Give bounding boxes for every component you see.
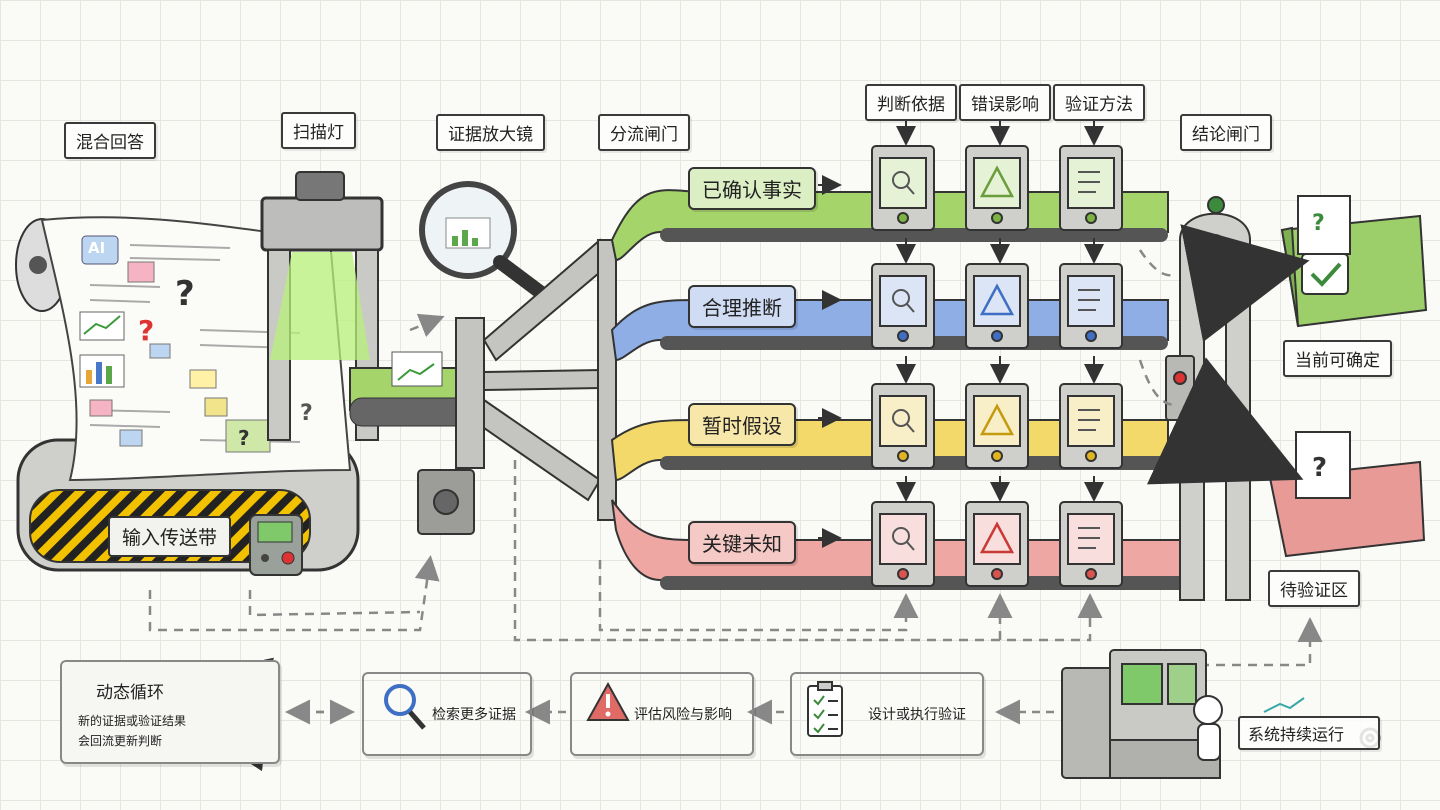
input-belt (349, 351, 491, 427)
svg-text:?: ? (138, 314, 154, 347)
input-belt-label: 输入传送带 (108, 516, 232, 557)
confirmed-label: 当前可确定 (1283, 340, 1392, 377)
mixed-answer-label: 混合回答 (64, 122, 156, 159)
verify-step-label: 设计或执行验证 (868, 707, 966, 723)
verify-step-panel: 设计或执行验证 (790, 672, 984, 756)
diverter-label: 分流闸门 (598, 114, 690, 151)
category-key-unknown: 关键未知 (688, 521, 796, 564)
criteria-header-impact: 错误影响 (959, 84, 1051, 121)
svg-text:?: ? (175, 274, 195, 314)
trend-line (1263, 697, 1305, 713)
criteria-header-method: 验证方法 (1053, 84, 1145, 121)
risk-step-label: 评估风险与影响 (634, 707, 732, 723)
loop-title: 动态循环 (96, 683, 164, 703)
diverter-mechanism (417, 238, 617, 535)
loop-desc-line1: 新的证据或验证结果 (78, 714, 187, 728)
criteria-header-basis: 判断依据 (865, 84, 957, 121)
svg-text:?: ? (1312, 453, 1327, 483)
scroll-badge: AI (88, 239, 106, 257)
confirmed-bin: ? (1180, 195, 1428, 343)
control-console (1061, 649, 1223, 779)
system-running-label: 系统持续运行 (1238, 716, 1381, 750)
scan-lamp-label: 扫描灯 (281, 112, 356, 149)
pending-label: 待验证区 (1268, 570, 1360, 607)
evaluation-stations (818, 118, 1123, 587)
magnifier-label: 证据放大镜 (436, 114, 545, 151)
category-reasonable-inference: 合理推断 (688, 285, 796, 328)
svg-text:?: ? (1312, 211, 1325, 236)
warning-icon (586, 681, 630, 721)
dynamic-loop-panel: 动态循环 新的证据或验证结果 会回流更新判断 (60, 660, 280, 764)
risk-step-panel: 评估风险与影响 (570, 672, 754, 756)
evidence-magnifier (419, 181, 555, 305)
search-step-panel: 检索更多证据 (362, 672, 532, 756)
svg-text:?: ? (300, 401, 313, 426)
checklist-icon (807, 681, 843, 737)
pending-bin: ? (1146, 357, 1426, 558)
svg-text:?: ? (238, 426, 250, 450)
category-confirmed-fact: 已确认事实 (688, 167, 816, 210)
scan-lamp (260, 171, 384, 441)
search-step-label: 检索更多证据 (432, 707, 516, 723)
magnifier-icon (384, 684, 426, 730)
category-temporary-assumption: 暂时假设 (688, 403, 796, 446)
conclusion-gate-label: 结论闸门 (1180, 114, 1272, 151)
feedback-dashed-lines (148, 249, 1323, 667)
loop-desc-line2: 会回流更新判断 (78, 734, 163, 748)
